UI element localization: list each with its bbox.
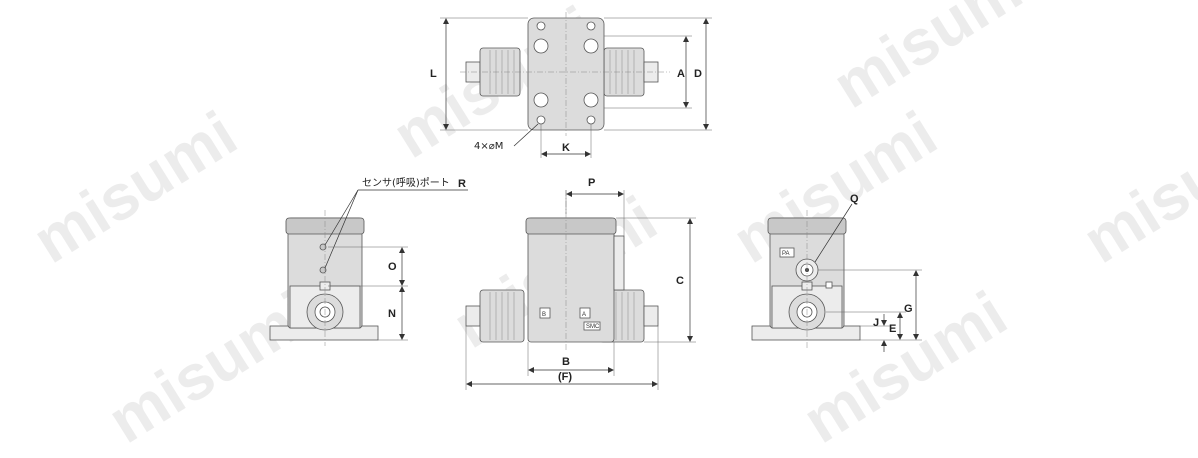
port-a-text: A bbox=[582, 312, 586, 318]
technical-drawing: L A D K 4×⌀M bbox=[269, 12, 922, 390]
sensor-port-label: センサ(呼吸)ポート bbox=[362, 177, 450, 189]
mount-hole-small bbox=[536, 115, 546, 125]
port-b-text: B bbox=[542, 312, 546, 318]
dim-label-K: K bbox=[562, 142, 570, 154]
mount-hole-small bbox=[586, 115, 596, 125]
port-a-marker bbox=[579, 307, 591, 319]
sensor-port-upper bbox=[319, 243, 327, 251]
port-b-marker bbox=[539, 307, 551, 319]
mount-hole bbox=[533, 92, 549, 108]
mount-hole bbox=[533, 38, 549, 54]
dim-label-C: C bbox=[676, 275, 684, 287]
dim-label-J: J bbox=[873, 317, 879, 329]
mount-hole bbox=[583, 92, 599, 108]
front-view: B A SMC P C B (F) bbox=[465, 177, 696, 390]
dim-label-E: E bbox=[889, 323, 896, 335]
right-side-view: PA Q G E J bbox=[751, 193, 922, 352]
small-indicator bbox=[825, 281, 833, 289]
dim-label-N: N bbox=[388, 308, 396, 320]
dim-label-R: R bbox=[458, 178, 466, 190]
top-view: L A D K 4×⌀M bbox=[430, 12, 712, 158]
front-right-tube bbox=[643, 305, 659, 327]
dim-label-D: D bbox=[694, 68, 702, 80]
mount-hole-small bbox=[536, 21, 546, 31]
front-body bbox=[527, 217, 615, 343]
mount-hole bbox=[583, 38, 599, 54]
pa-label-text: PA bbox=[782, 251, 790, 257]
sensor-port-lower bbox=[319, 266, 327, 274]
dim-label-P: P bbox=[588, 177, 595, 189]
dim-label-O: O bbox=[388, 261, 397, 273]
left-side-view: センサ(呼吸)ポート R O N bbox=[269, 177, 468, 346]
front-cap bbox=[525, 217, 617, 235]
dim-label-M: 4×⌀M bbox=[474, 141, 503, 152]
dim-label-F: (F) bbox=[558, 371, 572, 383]
dim-label-A: A bbox=[677, 68, 685, 80]
smc-logo-plate bbox=[583, 321, 601, 331]
dim-label-L: L bbox=[430, 68, 437, 80]
dim-label-Q: Q bbox=[850, 193, 859, 205]
mount-hole-small bbox=[586, 21, 596, 31]
dim-label-G: G bbox=[904, 303, 913, 315]
smc-logo-text: SMC bbox=[586, 324, 600, 330]
front-left-tube bbox=[465, 305, 481, 327]
dim-label-B: B bbox=[562, 356, 570, 368]
pa-label-plate bbox=[779, 247, 795, 258]
front-side-step bbox=[613, 235, 625, 291]
